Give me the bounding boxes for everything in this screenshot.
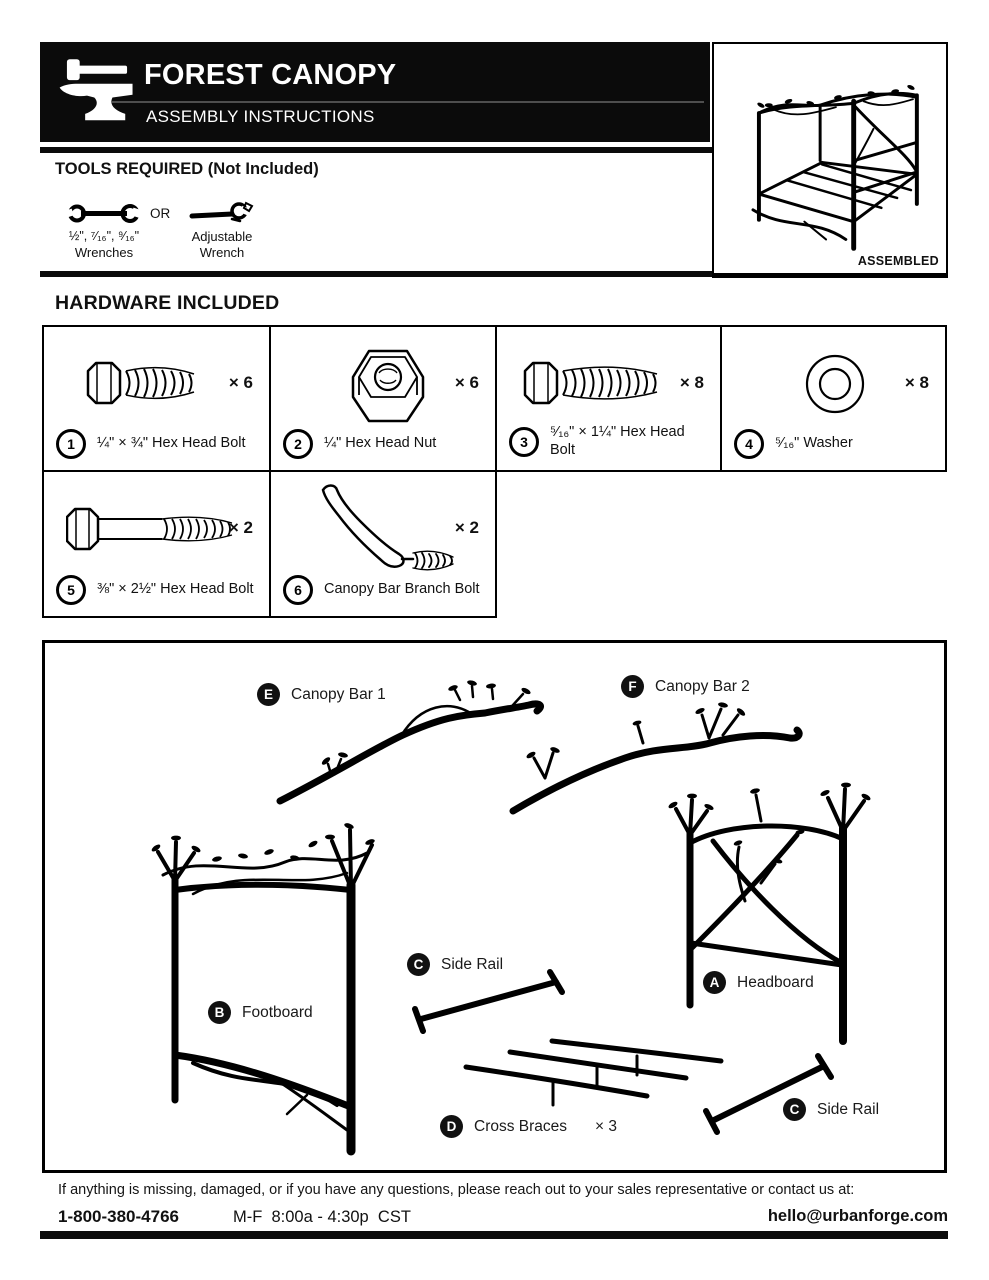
part-label-text: Cross Braces — [474, 1117, 568, 1135]
part-label-side-rail-1: C Side Rail — [407, 953, 503, 976]
tools-or-label: OR — [150, 206, 171, 221]
hex-nut-icon — [351, 349, 425, 423]
footer-bottom-bar — [40, 1231, 948, 1239]
part-letter-badge: C — [407, 953, 430, 976]
hardware-label-text: Canopy Bar Branch Bolt — [324, 581, 480, 598]
hardware-qty: × 2 — [228, 518, 253, 537]
part-letter-badge: A — [703, 971, 726, 994]
hardware-qty: × 6 — [228, 373, 253, 392]
part-label-side-rail-2: C Side Rail — [783, 1098, 879, 1121]
header-divider — [112, 101, 704, 103]
part-letter-badge: F — [621, 675, 644, 698]
part-letter-badge: B — [208, 1001, 231, 1024]
hardware-label-text: ⁵⁄₁₆" × 1¼" Hex Head Bolt — [550, 424, 685, 458]
hardware-item-5: × 2 5 ⅜" × 2½" Hex Head Bolt — [42, 470, 271, 618]
hardware-label-text: ⅜" × 2½" Hex Head Bolt — [97, 581, 254, 598]
hardware-item-4: × 8 4 ⁵⁄₁₆" Washer — [720, 325, 947, 472]
part-label-text: Canopy Bar 1 — [291, 685, 386, 703]
assembled-label: ASSEMBLED — [857, 254, 939, 268]
footer-message: If anything is missing, damaged, or if y… — [58, 1182, 855, 1198]
hardware-qty: × 2 — [454, 518, 479, 537]
hardware-label: 4 ⁵⁄₁₆" Washer — [734, 429, 857, 459]
part-label-headboard: A Headboard — [703, 971, 814, 994]
hardware-number-badge: 6 — [283, 575, 313, 605]
long-hex-bolt-icon — [66, 507, 233, 551]
adjustable-line2: Wrench — [199, 245, 245, 261]
hardware-number-badge: 5 — [56, 575, 86, 605]
wrench-sizes-caption: ½", ⁷⁄₁₆", ⁹⁄₁₆" Wrenches — [38, 229, 170, 261]
adjustable-line1: Adjustable — [191, 229, 253, 244]
adjustable-wrench-icon — [189, 201, 254, 223]
hardware-number-badge: 3 — [509, 426, 539, 457]
hardware-label: 2 ¼" Hex Head Nut — [283, 429, 440, 459]
hardware-item-2: × 6 2 ¼" Hex Head Nut — [269, 325, 497, 472]
hardware-label: 5 ⅜" × 2½" Hex Head Bolt — [56, 575, 258, 605]
hardware-label-text: ¼" × ¾" Hex Head Bolt — [97, 435, 246, 452]
hardware-label-text: ⁵⁄₁₆" Washer — [775, 435, 853, 452]
header: FOREST CANOPY ASSEMBLY INSTRUCTIONS — [40, 42, 710, 142]
hardware-label-text: ¼" Hex Head Nut — [324, 435, 437, 452]
parts-diagram: E Canopy Bar 1 F Canopy Bar 2 B Footboar… — [42, 640, 947, 1173]
hardware-label: 3 ⁵⁄₁₆" × 1¼" Hex Head Bolt — [509, 424, 712, 459]
hardware-qty: × 6 — [454, 373, 479, 392]
anvil-hammer-icon — [59, 59, 133, 121]
hex-head-bolt-icon — [523, 361, 658, 405]
hex-head-bolt-icon — [86, 361, 195, 405]
hardware-number-badge: 4 — [734, 429, 764, 459]
tools-bottom-stripe — [40, 271, 712, 277]
hardware-label: 6 Canopy Bar Branch Bolt — [283, 575, 484, 605]
tools-heading: TOOLS REQUIRED (Not Included) — [55, 160, 319, 178]
part-label-footboard: B Footboard — [208, 1001, 313, 1024]
assembled-bed-illustration — [751, 84, 919, 251]
hardware-label: 1 ¼" × ¾" Hex Head Bolt — [56, 429, 250, 459]
part-label-canopy-bar-2: F Canopy Bar 2 — [621, 675, 750, 698]
page-subtitle: ASSEMBLY INSTRUCTIONS — [146, 107, 375, 126]
part-letter-badge: C — [783, 1098, 806, 1121]
part-letter-badge: E — [257, 683, 280, 706]
branch-bolt-icon — [321, 484, 454, 571]
footer-hours: M-F 8:00a - 4:30p CST — [233, 1208, 411, 1226]
hardware-number-badge: 2 — [283, 429, 313, 459]
washer-icon — [805, 354, 865, 414]
page-title: FOREST CANOPY — [144, 59, 397, 91]
wrenches-label: Wrenches — [74, 244, 134, 260]
footer-phone: 1-800-380-4766 — [58, 1207, 179, 1226]
hardware-qty: × 8 — [679, 373, 704, 392]
open-end-wrench-icon — [66, 204, 142, 223]
assembled-preview-box: ASSEMBLED — [712, 42, 948, 278]
wrench-sizes-line: ½", ⁷⁄₁₆", ⁹⁄₁₆" — [68, 229, 140, 243]
part-label-text: Side Rail — [817, 1100, 880, 1118]
hardware-item-3: × 8 3 ⁵⁄₁₆" × 1¼" Hex Head Bolt — [495, 325, 722, 472]
part-label-text: Headboard — [737, 973, 814, 991]
part-label-text: Footboard — [242, 1003, 313, 1021]
part-label-cross-braces: D Cross Braces × 3 — [440, 1115, 617, 1138]
adjustable-wrench-caption: Adjustable Wrench — [176, 229, 268, 262]
hardware-item-6: × 2 6 Canopy Bar Branch Bolt — [269, 470, 497, 618]
part-qty: × 3 — [595, 1117, 618, 1135]
footer-email: hello@urbanforge.com — [767, 1207, 948, 1225]
part-label-canopy-bar-1: E Canopy Bar 1 — [257, 683, 386, 706]
hardware-item-1: × 6 1 ¼" × ¾" Hex Head Bolt — [42, 325, 271, 472]
part-label-text: Canopy Bar 2 — [655, 677, 750, 695]
hardware-number-badge: 1 — [56, 429, 86, 459]
parts-diagram-drawing — [151, 680, 871, 1156]
part-letter-badge: D — [440, 1115, 463, 1138]
hardware-heading: HARDWARE INCLUDED — [55, 292, 280, 314]
hardware-qty: × 8 — [904, 373, 929, 392]
header-stripe — [40, 147, 712, 153]
part-label-text: Side Rail — [441, 955, 504, 973]
